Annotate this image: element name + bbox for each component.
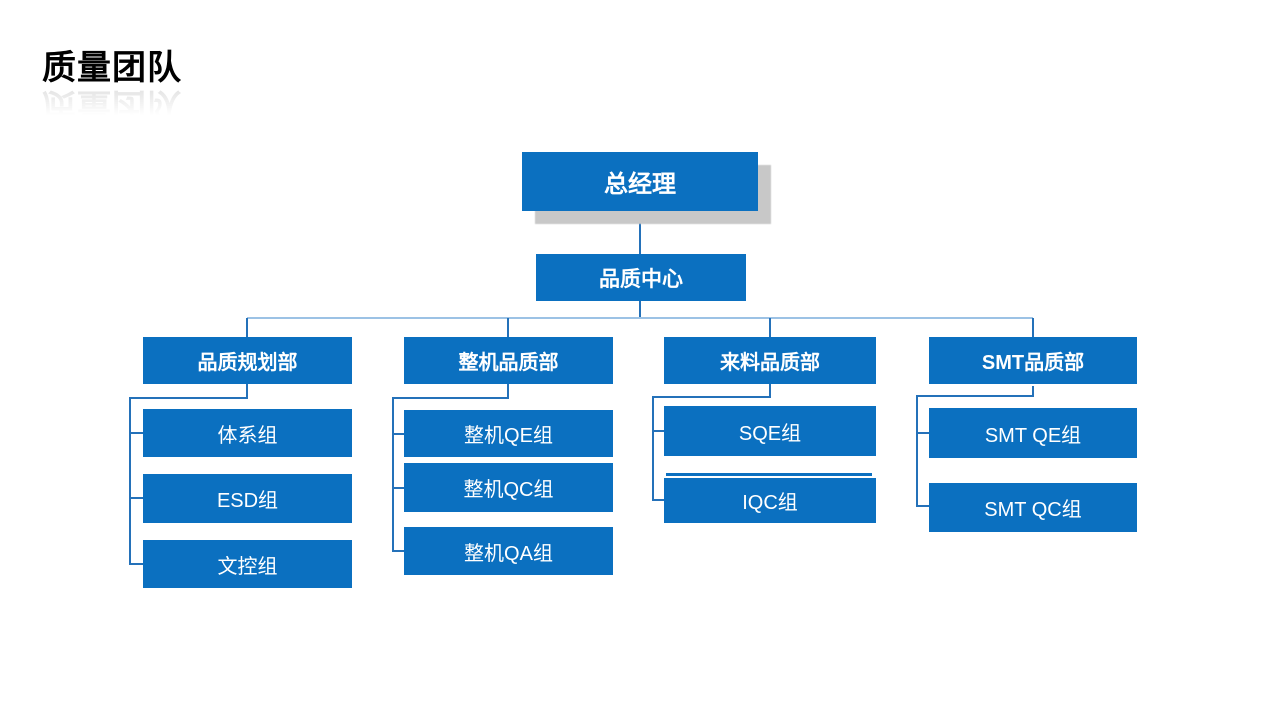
org-node-machine-qc-group: 整机QC组 <box>404 463 613 512</box>
org-node-quality-center: 品质中心 <box>536 254 746 301</box>
org-node-dept-complete-machine-quality: 整机品质部 <box>404 337 613 384</box>
connector-dept4-drop <box>1032 386 1034 396</box>
org-node-machine-qe-group: 整机QE组 <box>404 410 613 457</box>
connector-dept1-stub-3 <box>129 563 143 565</box>
org-node-dept-incoming-material-quality: 来料品质部 <box>664 337 876 384</box>
connector-dept2-stub-1 <box>392 433 404 435</box>
connector-dept1-spine <box>129 397 131 565</box>
connector-dept1-stub-1 <box>129 432 143 434</box>
org-node-machine-qa-group: 整机QA组 <box>404 527 613 575</box>
connector-dept4-spine <box>916 395 918 507</box>
org-node-esd-group: ESD组 <box>143 474 352 523</box>
org-node-iqc-group: IQC组 <box>664 478 876 523</box>
connector-center-to-rail <box>639 301 641 318</box>
iqc-box-top-accent <box>666 473 872 476</box>
org-node-dept-smt-quality: SMT品质部 <box>929 337 1137 384</box>
page-title: 质量团队 <box>42 49 182 87</box>
connector-dept1-elbow <box>129 397 248 399</box>
connector-dept2-stub-2 <box>392 487 404 489</box>
org-node-sqe-group: SQE组 <box>664 406 876 456</box>
connector-dept3-stub-2 <box>652 499 665 501</box>
connector-rail <box>247 317 1033 319</box>
connector-dept4-elbow <box>916 395 1034 397</box>
page-title-reflection: 质量团队 <box>42 86 182 124</box>
org-node-smt-qe-group: SMT QE组 <box>929 408 1137 458</box>
connector-dept2-spine <box>392 397 394 551</box>
connector-dept2-stub-3 <box>392 550 404 552</box>
org-node-document-control-group: 文控组 <box>143 540 352 588</box>
connector-dept2-elbow <box>392 397 509 399</box>
connector-drop-dept-3 <box>769 318 771 337</box>
connector-dept1-drop <box>246 384 248 398</box>
connector-dept4-stub-2 <box>916 505 929 507</box>
connector-dept3-drop <box>769 384 771 397</box>
connector-root-to-center <box>639 211 641 255</box>
org-node-general-manager: 总经理 <box>522 152 758 211</box>
connector-dept2-drop <box>507 384 509 398</box>
connector-drop-dept-1 <box>246 318 248 337</box>
org-node-dept-quality-planning: 品质规划部 <box>143 337 352 384</box>
connector-dept4-stub-1 <box>916 432 929 434</box>
connector-dept1-stub-2 <box>129 497 143 499</box>
connector-dept3-spine <box>652 396 654 501</box>
connector-drop-dept-4 <box>1032 318 1034 337</box>
connector-dept3-elbow <box>652 396 771 398</box>
connector-drop-dept-2 <box>507 318 509 337</box>
connector-dept3-stub-1 <box>652 430 665 432</box>
org-node-system-group: 体系组 <box>143 409 352 457</box>
org-node-smt-qc-group: SMT QC组 <box>929 483 1137 532</box>
